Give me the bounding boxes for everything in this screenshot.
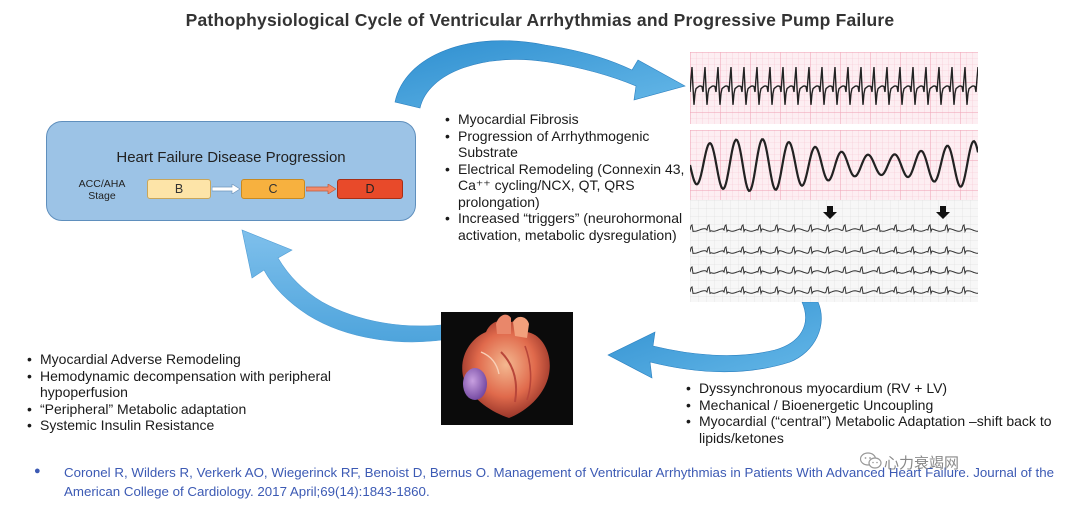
reference-citation: Coronel R, Wilders R, Verkerk AO, Wieger… <box>64 465 1054 499</box>
arrow-right-icon <box>306 184 336 194</box>
list-item: Electrical Remodeling (Connexin 43, Ca⁺⁺… <box>445 161 685 211</box>
top-cycle-arrow <box>394 40 686 109</box>
wechat-icon <box>860 452 882 469</box>
list-item: Systemic Insulin Resistance <box>27 417 407 434</box>
stage-label-line1: ACC/AHA <box>78 178 126 190</box>
ecg-strip-multilead <box>690 200 978 302</box>
diagram-title: Pathophysiological Cycle of Ventricular … <box>185 10 895 30</box>
list-item: Hemodynamic decompensation with peripher… <box>27 368 407 401</box>
list-item: Progression of Arrhythmogenic Substrate <box>445 128 685 161</box>
list-item: Myocardial (“central”) Metabolic Adaptat… <box>686 413 1076 446</box>
left-cycle-arrow <box>241 229 456 343</box>
stage-c: C <box>241 179 305 199</box>
list-item: “Peripheral” Metabolic adaptation <box>27 401 407 418</box>
bullet-dot-icon: ● <box>34 465 41 477</box>
heart-illustration <box>441 312 573 425</box>
down-arrow-icon <box>936 206 950 219</box>
watermark-text: 心力衰竭网 <box>884 455 960 472</box>
list-item: Myocardial Fibrosis <box>445 111 685 128</box>
down-arrow-icon <box>823 206 837 219</box>
list-item: Dyssynchronous myocardium (RV + LV) <box>686 380 1076 397</box>
list-item: Increased “triggers” (neurohormonal acti… <box>445 210 685 243</box>
ecg-strip-fibrillation <box>690 130 978 200</box>
hf-box-title: Heart Failure Disease Progression <box>116 149 346 166</box>
arrow-right-icon <box>212 184 240 194</box>
remodeling-list: Myocardial Adverse Remodeling Hemodynami… <box>27 351 407 434</box>
acc-aha-stage-label: ACC/AHA Stage <box>67 178 137 202</box>
stage-b: B <box>147 179 211 199</box>
substrate-list: Myocardial Fibrosis Progression of Arrhy… <box>445 111 685 243</box>
ecg-strip-tachycardia <box>690 52 978 124</box>
stage-d: D <box>337 179 403 199</box>
list-item: Mechanical / Bioenergetic Uncoupling <box>686 397 1076 414</box>
list-item: Myocardial Adverse Remodeling <box>27 351 407 368</box>
uncoupling-list: Dyssynchronous myocardium (RV + LV) Mech… <box>686 380 1076 446</box>
right-cycle-arrow <box>607 301 822 379</box>
stage-label-line2: Stage <box>88 190 116 202</box>
hf-progression-box: Heart Failure Disease Progression ACC/AH… <box>46 121 416 221</box>
